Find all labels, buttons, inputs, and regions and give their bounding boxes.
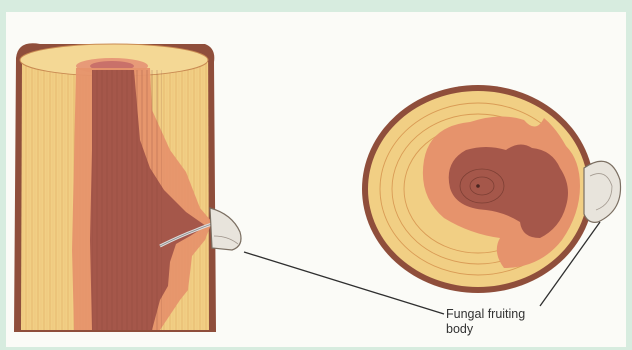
log-side-icon [14,43,241,332]
label-line-1: Fungal fruiting [446,307,566,322]
log-cross-section-icon [362,85,621,293]
section-pith [476,184,480,188]
fungal-fruiting-body-label: Fungal fruiting body [446,307,566,337]
label-line-2: body [446,322,566,337]
conk-icon [584,161,621,222]
conk-icon [210,208,241,250]
